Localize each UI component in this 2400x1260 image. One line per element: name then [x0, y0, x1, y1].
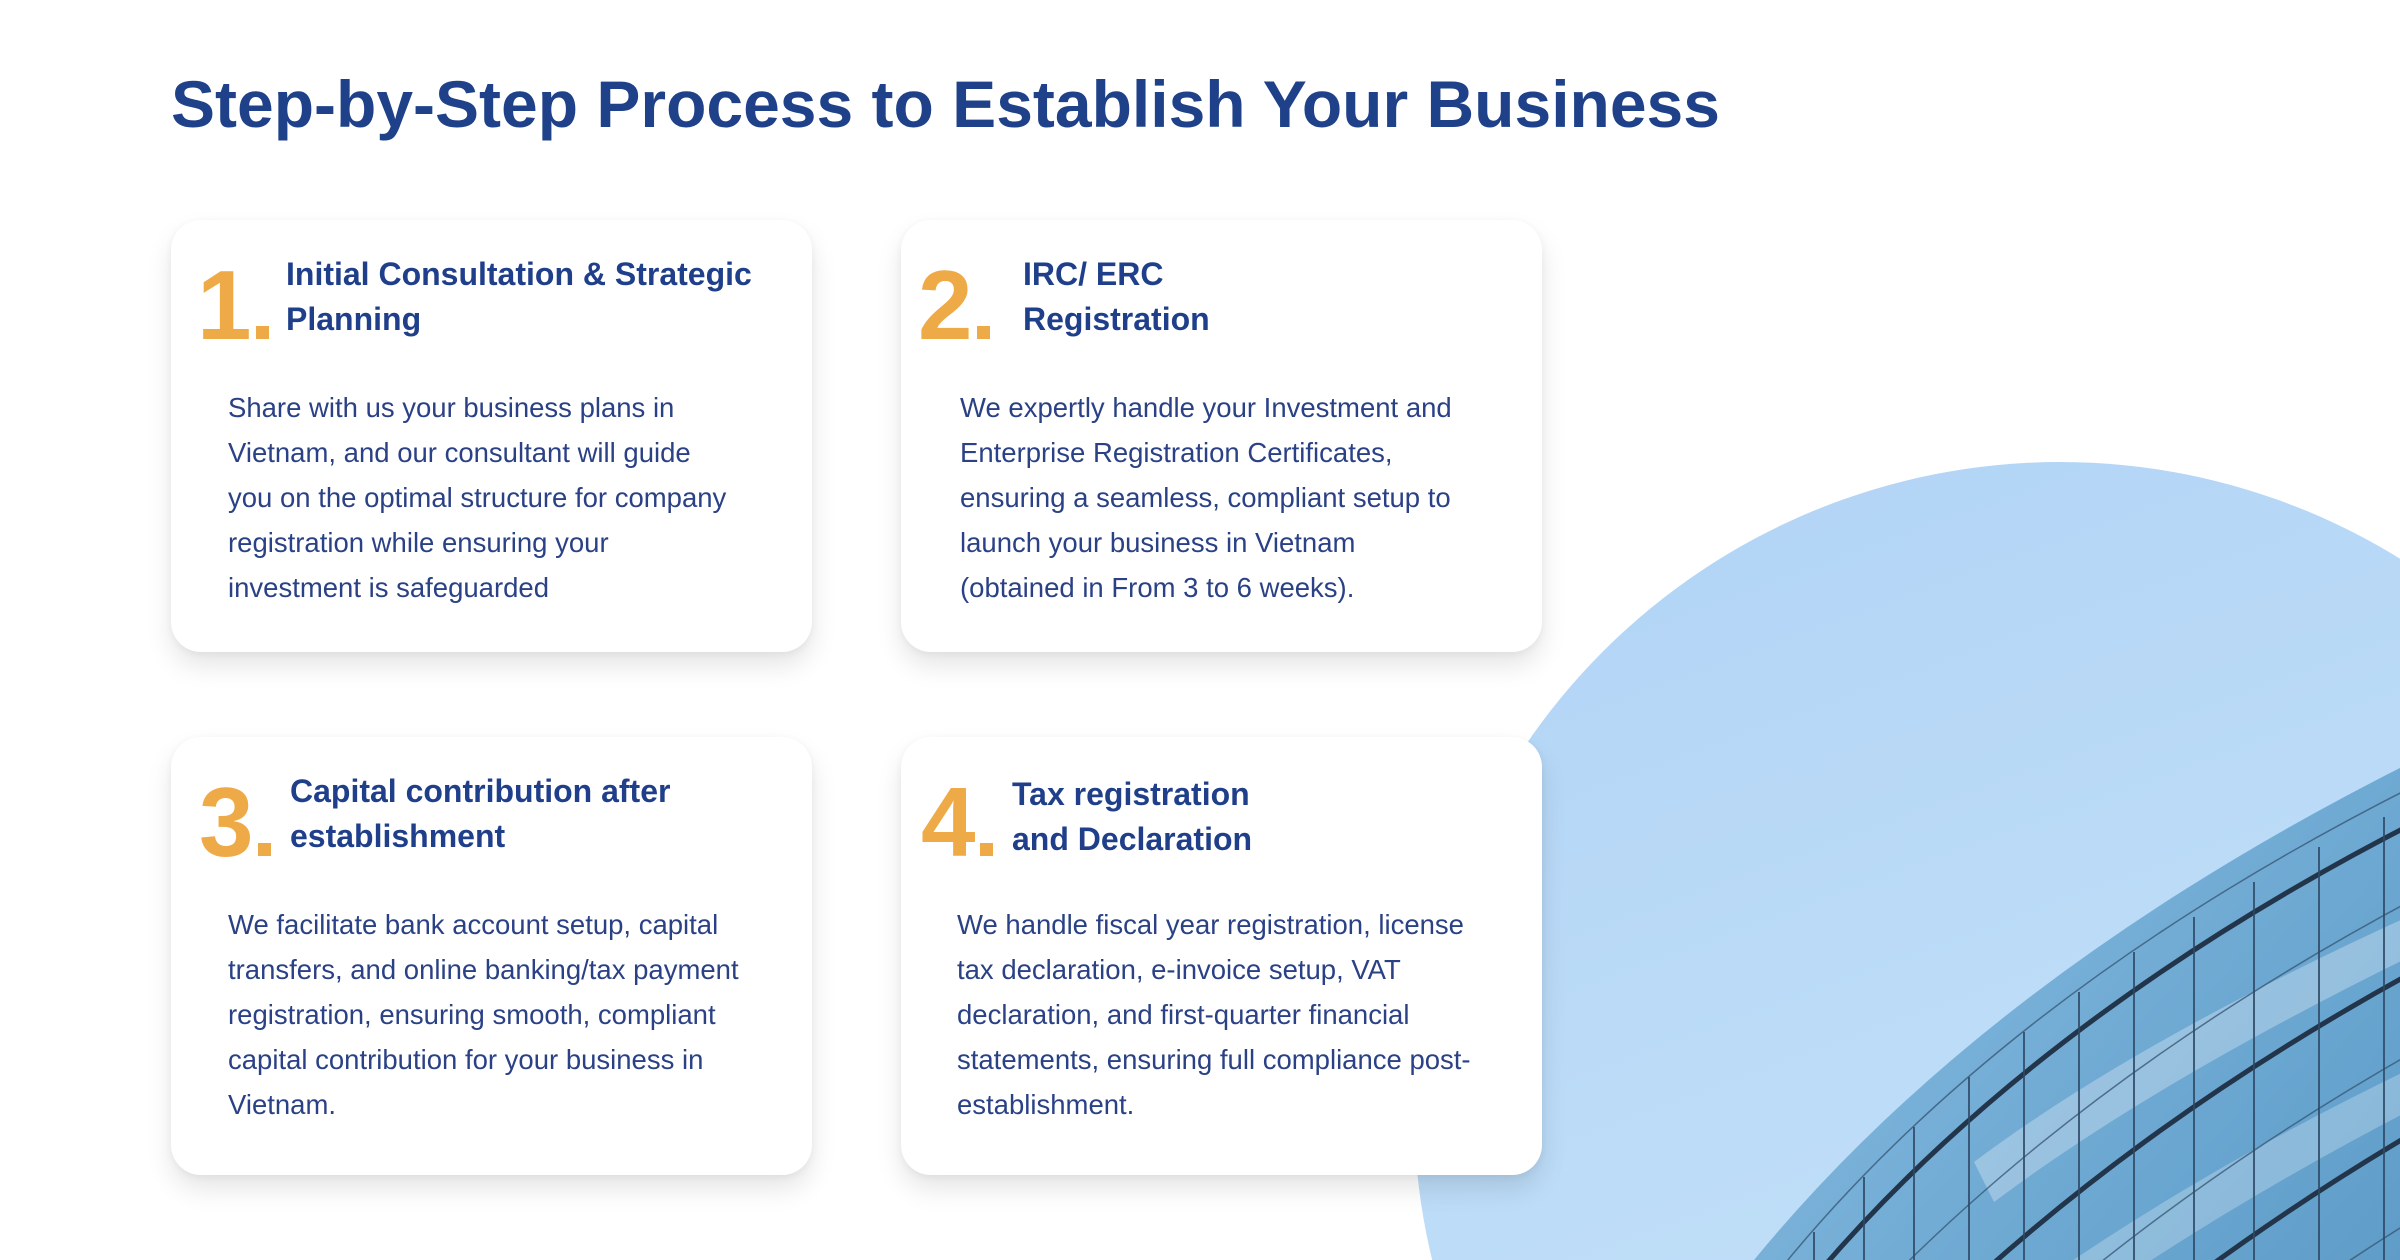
step-title: Initial Consultation & Strategic Plannin…: [286, 252, 796, 342]
period-dot: [257, 843, 271, 856]
body-line: We facilitate bank account setup, capita…: [228, 909, 719, 940]
title-line: Tax registration: [1012, 776, 1250, 812]
title-line: Initial Consultation & Strategic: [286, 256, 752, 292]
body-line: Enterprise Registration Certificates,: [960, 437, 1393, 468]
body-line: ensuring a seamless, compliant setup to: [960, 482, 1451, 513]
period-dot: [255, 326, 269, 339]
step-title: Capital contribution after establishment: [290, 769, 750, 859]
body-line: launch your business in Vietnam: [960, 527, 1356, 558]
body-line: We handle fiscal year registration, lice…: [957, 909, 1464, 940]
step-number: 1: [197, 256, 269, 354]
title-line: Registration: [1023, 301, 1210, 337]
body-line: We expertly handle your Investment and: [960, 392, 1452, 423]
body-line: transfers, and online banking/tax paymen…: [228, 954, 739, 985]
glass-office-building-icon: [1754, 767, 2400, 1260]
step-number: 3: [199, 773, 271, 871]
building-image: [1414, 462, 2400, 1260]
step-card-4: 4 Tax registration and Declaration We ha…: [901, 737, 1542, 1175]
step-description: Share with us your business plans in Vie…: [228, 385, 768, 610]
step-card-1: 1 Initial Consultation & Strategic Plann…: [171, 220, 812, 652]
body-line: statements, ensuring full compliance pos…: [957, 1044, 1471, 1075]
body-line: registration while ensuring your: [228, 527, 609, 558]
title-line: Capital contribution after: [290, 773, 671, 809]
step-title: IRC/ ERC Registration: [1023, 252, 1323, 342]
title-line: and Declaration: [1012, 821, 1253, 857]
title-line: Planning: [286, 301, 422, 337]
step-number: 2: [918, 256, 990, 354]
body-line: registration, ensuring smooth, compliant: [228, 999, 716, 1030]
step-number: 4: [921, 773, 993, 871]
step-description: We expertly handle your Investment and E…: [960, 385, 1500, 610]
step-description: We facilitate bank account setup, capita…: [228, 902, 788, 1127]
body-line: (obtained in From 3 to 6 weeks).: [960, 572, 1355, 603]
period-dot: [979, 843, 993, 856]
title-line: IRC/ ERC: [1023, 256, 1164, 292]
body-line: tax declaration, e-invoice setup, VAT: [957, 954, 1401, 985]
step-description: We handle fiscal year registration, lice…: [957, 902, 1527, 1127]
step-card-2: 2 IRC/ ERC Registration We expertly hand…: [901, 220, 1542, 652]
period-dot: [976, 326, 990, 339]
step-title: Tax registration and Declaration: [1012, 772, 1312, 862]
body-line: you on the optimal structure for company: [228, 482, 727, 513]
body-line: declaration, and first-quarter financial: [957, 999, 1410, 1030]
body-line: capital contribution for your business i…: [228, 1044, 704, 1075]
body-line: Vietnam, and our consultant will guide: [228, 437, 691, 468]
body-line: Share with us your business plans in: [228, 392, 675, 423]
body-line: Vietnam.: [228, 1089, 337, 1120]
body-line: investment is safeguarded: [228, 572, 550, 603]
body-line: establishment.: [957, 1089, 1135, 1120]
step-card-3: 3 Capital contribution after establishme…: [171, 737, 812, 1175]
page-title: Step-by-Step Process to Establish Your B…: [171, 67, 1720, 141]
title-line: establishment: [290, 818, 506, 854]
